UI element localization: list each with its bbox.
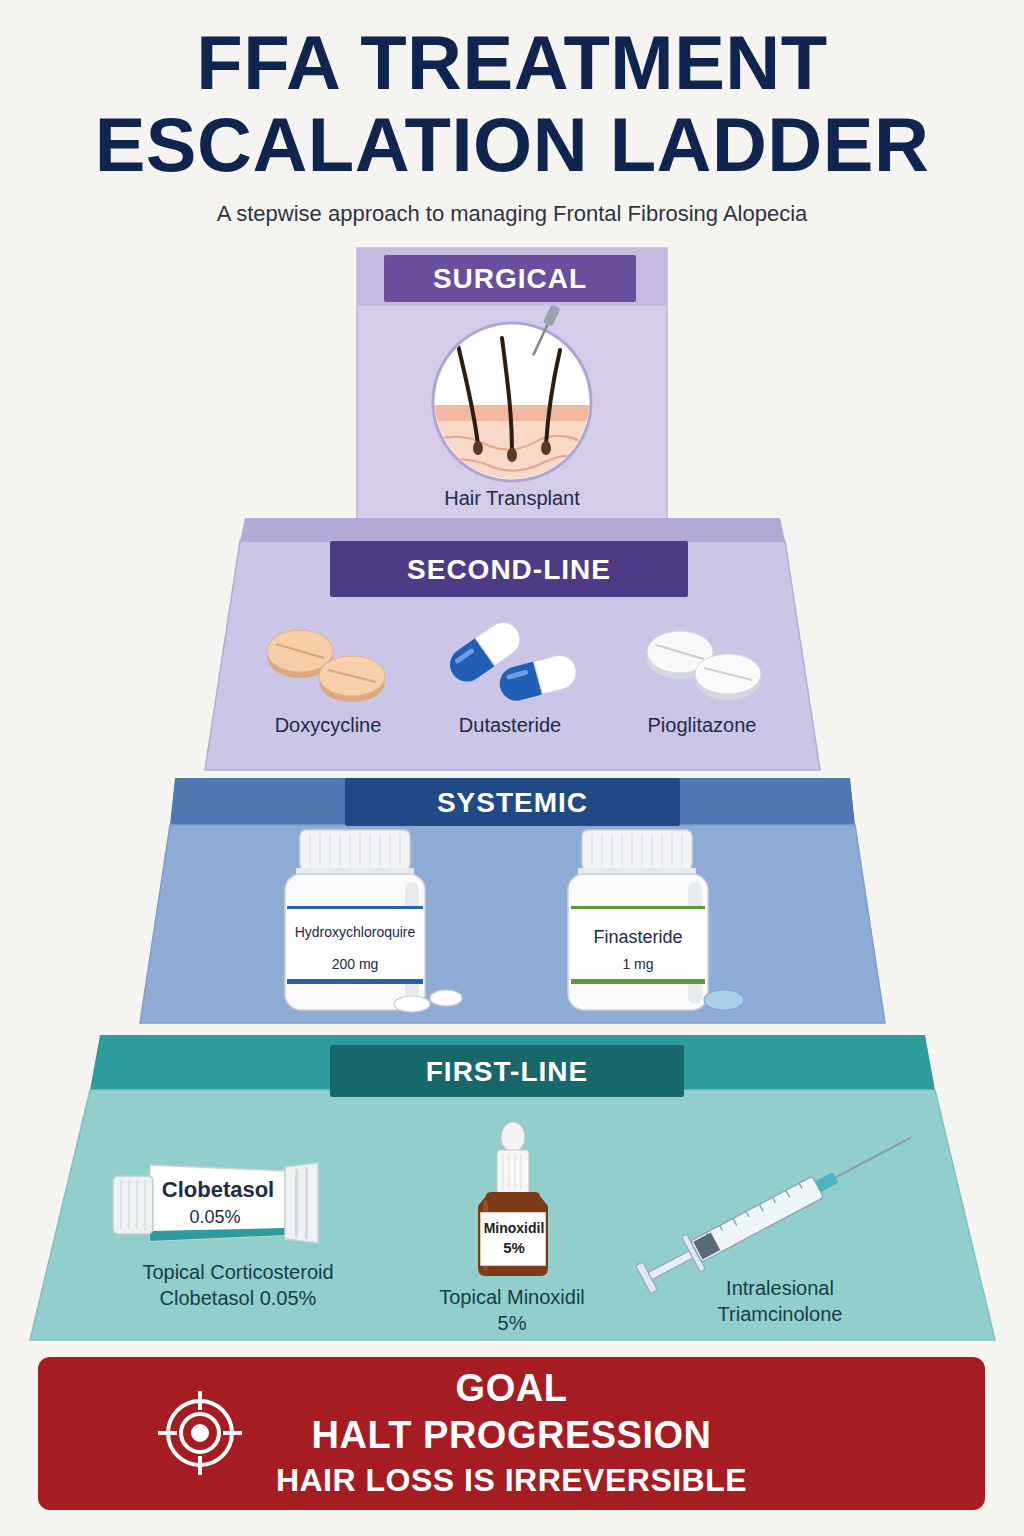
treatment-label: Intralesional Triamcinolone <box>690 1275 870 1327</box>
tier-band: SYSTEMIC Hydroxychloroquire 200 mg Finaster… <box>140 778 885 1023</box>
treatment-label: Dutasteride <box>420 712 600 738</box>
band-outline <box>357 248 667 306</box>
hydroxychloroquine-bottle <box>285 874 425 1010</box>
drug-dose: 0.05% <box>153 1206 277 1228</box>
hair-transplant-illustration <box>533 325 547 356</box>
goal-banner: GOALHALT PROGRESSIONHAIR LOSS IS IRREVER… <box>38 1357 985 1510</box>
treatment-label: Hair Transplant <box>392 485 632 511</box>
hydroxychloroquine-bottle <box>300 830 410 870</box>
hair-transplant-illustration <box>433 323 591 481</box>
drug-dose: 1 mg <box>573 955 703 973</box>
tier-band: SURGICAL Hair Transplant <box>357 248 667 523</box>
band-outline <box>38 1357 985 1510</box>
drug-name: Finasteride <box>573 925 703 949</box>
treatment-label: Topical Corticosteroid Clobetasol 0.05% <box>108 1259 368 1311</box>
tier-heading: SECOND-LINE <box>330 541 688 597</box>
tier-heading: FIRST-LINE <box>330 1045 684 1097</box>
band-outline <box>30 1090 995 1340</box>
goal-statement: HALT PROGRESSION <box>38 1413 985 1457</box>
dropper-bottle <box>497 1150 529 1194</box>
band-outline <box>240 518 785 541</box>
drug-name: Hydroxychloroquire <box>289 923 421 941</box>
band-outline <box>305 1167 308 1239</box>
tier-band: SECOND-LINE DoxycyclineDutasteride Pioglit… <box>205 518 820 770</box>
hair-transplant-illustration <box>473 441 483 455</box>
hydroxychloroquine-bottle <box>310 834 400 866</box>
hair-transplant-illustration <box>541 441 551 455</box>
drug-dose: 5% <box>482 1239 546 1257</box>
tier-heading: SURGICAL <box>384 255 636 302</box>
doxycycline-tablets <box>328 670 376 682</box>
pioglitazone-tablets <box>695 654 761 694</box>
hair-transplant-illustration <box>430 405 600 421</box>
ointment-tube: Clobetasol0.05% <box>150 1163 320 1243</box>
band-outline <box>150 1165 285 1241</box>
hair-transplant-illustration <box>458 345 478 445</box>
hydroxychloroquine-bottle <box>394 996 430 1012</box>
hair-transplant-illustration <box>507 448 517 462</box>
drug-dose: 200 mg <box>289 955 421 973</box>
treatment-label: Doxycycline <box>238 712 418 738</box>
treatment-label: Pioglitazone <box>612 712 792 738</box>
finasteride-bottle <box>582 830 692 870</box>
treatment-label: Topical Minoxidil 5% <box>424 1284 600 1336</box>
tier-heading: SYSTEMIC <box>345 778 680 826</box>
band-outline <box>357 248 667 523</box>
drug-name: Clobetasol <box>153 1176 283 1204</box>
tube-cap <box>113 1176 153 1234</box>
tier-band: FIRST-LINE Topical Corticosteroid Clobeta… <box>30 1035 995 1340</box>
dutasteride-capsules <box>506 669 529 680</box>
doxycycline-tablets <box>319 656 385 696</box>
bottle-label: Minoxidil 5% <box>480 1212 546 1266</box>
finasteride-bottle <box>568 874 708 1010</box>
diagram-title: FFA TREATMENT ESCALATION LADDER <box>40 22 984 186</box>
band-outline <box>285 1163 318 1243</box>
hydroxychloroquine-bottle <box>430 990 462 1006</box>
hair-transplant-illustration <box>546 350 560 445</box>
drug-name: Minoxidil <box>482 1219 546 1237</box>
pioglitazone-tablets <box>704 668 752 680</box>
goal-note: HAIR LOSS IS IRREVERSIBLE <box>38 1460 985 1500</box>
pioglitazone-tablets <box>656 645 704 659</box>
band-outline <box>140 825 885 1023</box>
band-outline <box>170 778 855 825</box>
goal-heading: GOAL <box>38 1366 985 1410</box>
tube-cap <box>121 1180 145 1230</box>
band-outline <box>150 1228 285 1241</box>
finasteride-bottle <box>704 990 744 1010</box>
dropper-bottle <box>478 1192 548 1276</box>
target-icon <box>193 1426 207 1440</box>
band-outline <box>150 1163 320 1243</box>
finasteride-bottle <box>592 834 682 866</box>
doxycycline-tablets <box>276 644 324 658</box>
tube-cap <box>113 1176 153 1234</box>
hair-transplant-illustration <box>502 338 512 452</box>
dropper-bottle <box>503 1154 521 1190</box>
dropper-bottle <box>501 1122 525 1152</box>
band-outline <box>295 1169 298 1237</box>
subtitle: A stepwise approach to managing Frontal … <box>40 200 984 228</box>
band-outline <box>205 541 820 770</box>
bottle-label: Hydroxychloroquire 200 mg <box>287 906 423 984</box>
bottle-label: Finasteride 1 mg <box>571 906 705 984</box>
